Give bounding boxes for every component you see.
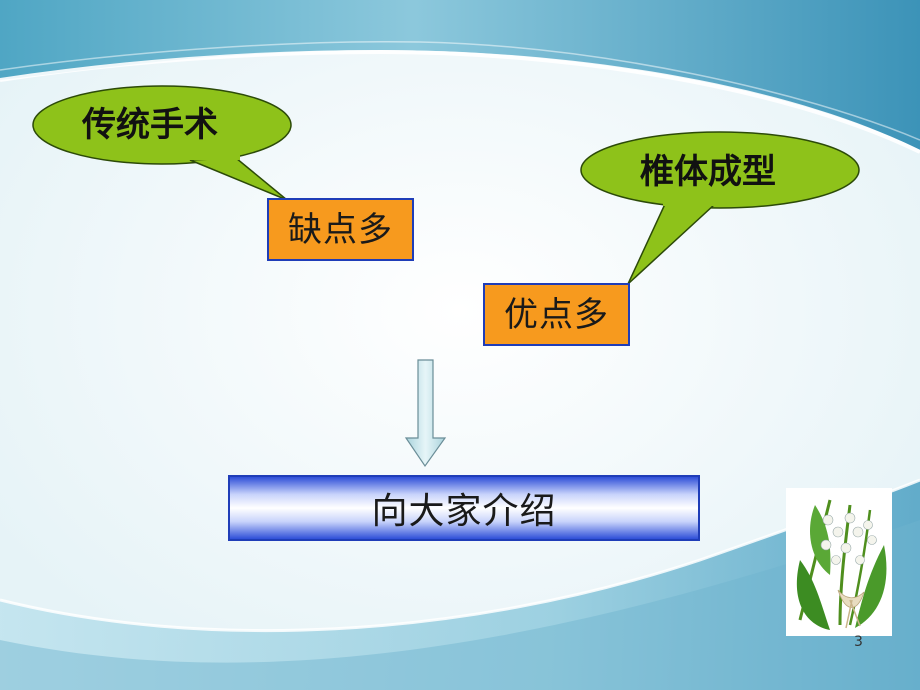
bubble-right-label: 椎体成型 — [640, 152, 776, 192]
flower-bouquet-icon — [786, 488, 892, 636]
disadvantages-box: 缺点多 — [267, 198, 414, 261]
bubble-left-shape — [32, 85, 292, 165]
bubble-right-shape — [580, 131, 860, 209]
advantages-box: 优点多 — [483, 283, 630, 346]
down-arrow-icon — [404, 359, 447, 468]
conclusion-label: 向大家介绍 — [371, 491, 557, 532]
conclusion-box: 向大家介绍 — [228, 475, 700, 541]
page-number: 3 — [854, 634, 863, 650]
bubble-left-label: 传统手术 — [82, 105, 218, 145]
